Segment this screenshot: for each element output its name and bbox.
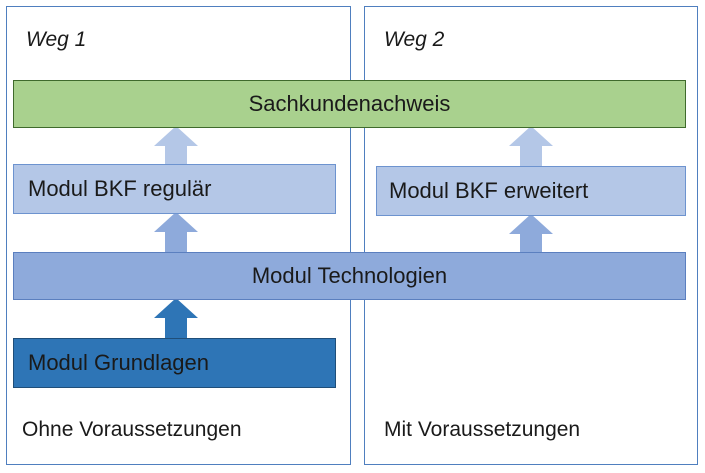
path-1-condition: Ohne Voraussetzungen xyxy=(22,418,242,441)
modul-technologien-label: Modul Technologien xyxy=(251,263,448,288)
arrow-grundlagen-to-tech xyxy=(154,298,198,340)
modul-technologien-box: Modul Technologien xyxy=(13,252,686,300)
path-1-title: Weg 1 xyxy=(26,28,87,51)
path-2-title: Weg 2 xyxy=(384,28,445,51)
arrow-tech-to-bkf-path-2 xyxy=(509,214,553,254)
modul-bkf-regulaer-box: Modul BKF regulär xyxy=(13,164,336,214)
arrow-bkf-to-sachkunde-path-2 xyxy=(509,126,553,168)
sachkundenachweis-label: Sachkundenachweis xyxy=(248,91,451,116)
modul-grundlagen-box: Modul Grundlagen xyxy=(13,338,336,388)
modul-bkf-erweitert-box: Modul BKF erweitert xyxy=(376,166,686,216)
modul-bkf-erweitert-label: Modul BKF erweitert xyxy=(389,178,589,203)
modul-grundlagen-label: Modul Grundlagen xyxy=(28,350,210,375)
arrow-bkf-to-sachkunde-path-1 xyxy=(154,126,198,166)
sachkundenachweis-box: Sachkundenachweis xyxy=(13,80,686,128)
arrow-tech-to-bkf-path-1 xyxy=(154,212,198,254)
path-2-condition: Mit Voraussetzungen xyxy=(384,418,581,441)
modul-bkf-regulaer-label: Modul BKF regulär xyxy=(28,176,212,201)
